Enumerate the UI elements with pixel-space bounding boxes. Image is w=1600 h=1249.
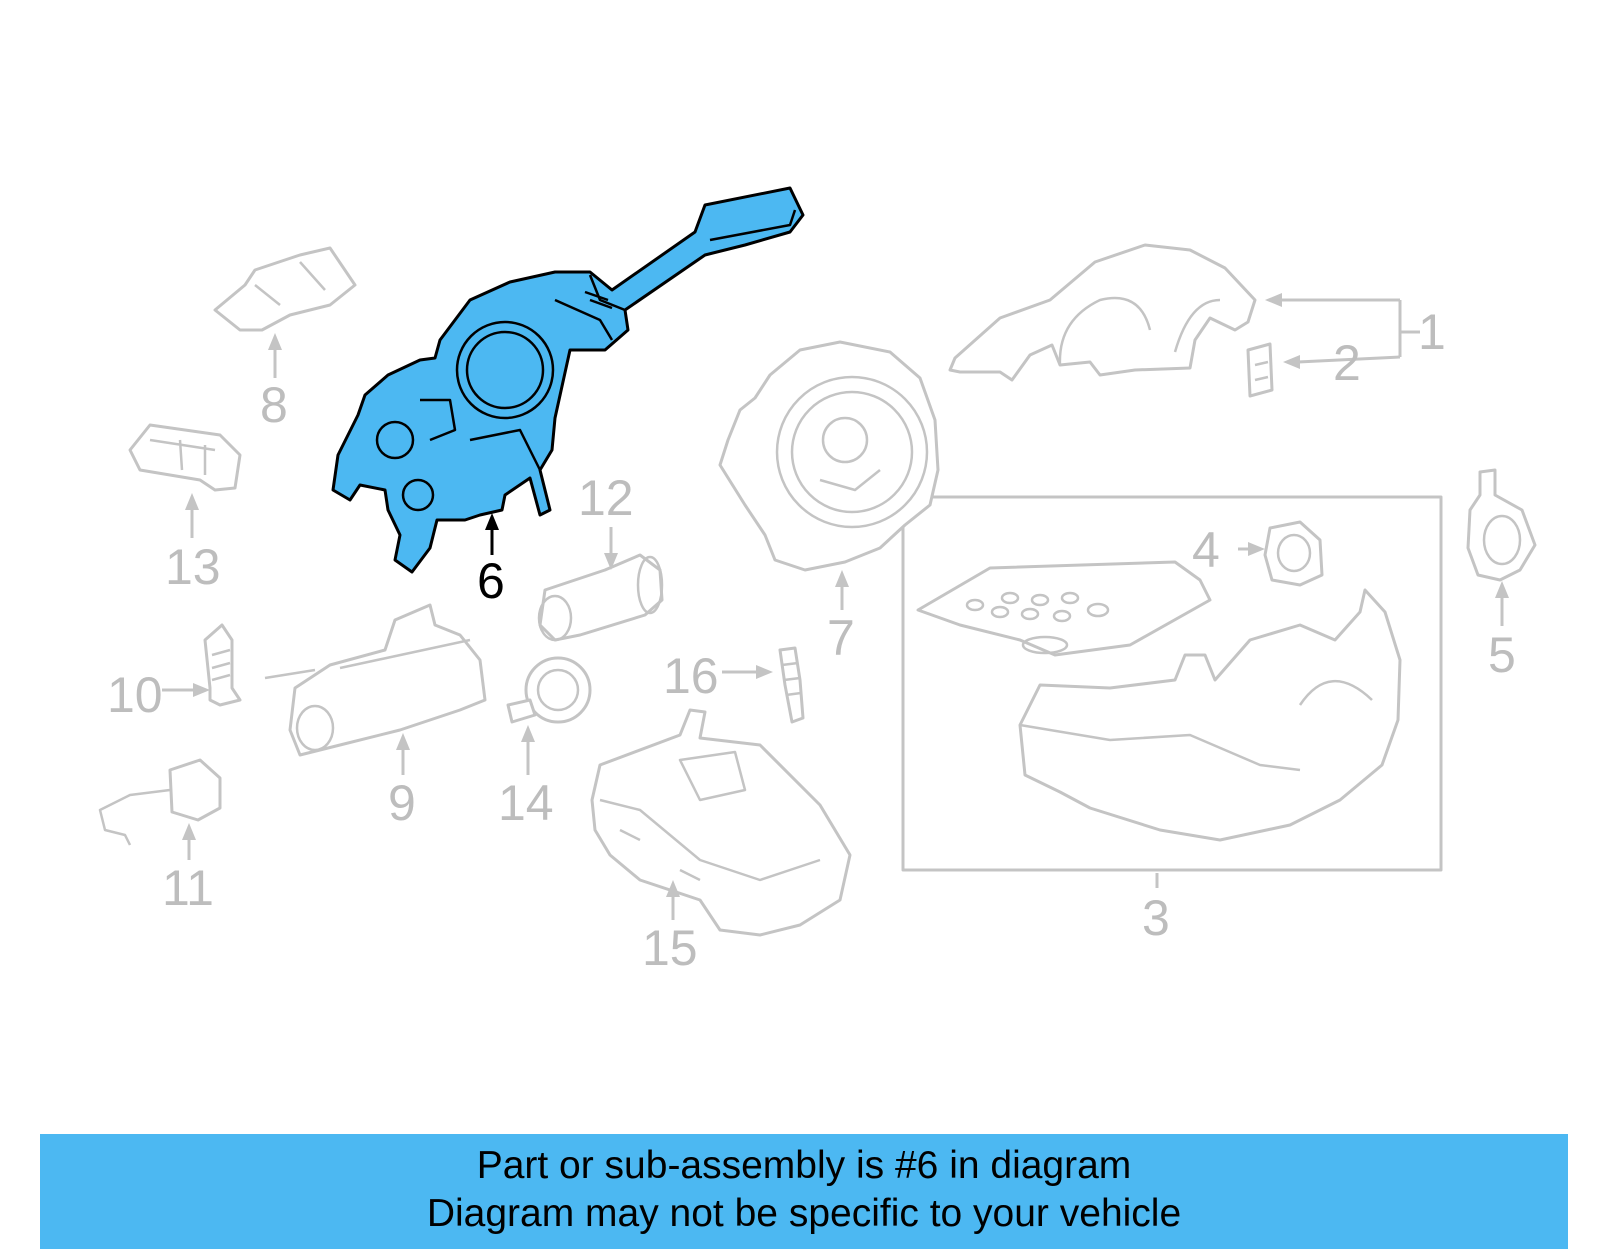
part-8-switch[interactable]	[213, 246, 357, 332]
part-7-clock-spring[interactable]	[718, 340, 940, 572]
callout-1: 1	[1418, 304, 1446, 360]
callout-5: 5	[1488, 627, 1516, 683]
part-4-ring[interactable]	[1263, 520, 1324, 587]
callout-6: 6	[477, 553, 505, 609]
leader-1-2	[1265, 293, 1420, 369]
callout-13: 13	[165, 539, 221, 595]
part-9-ignition-housing[interactable]	[264, 603, 487, 757]
leader-5	[1495, 581, 1509, 626]
part-16-bolt[interactable]	[778, 646, 805, 724]
callout-14: 14	[498, 775, 554, 831]
callout-9: 9	[388, 775, 416, 831]
leader-6	[485, 513, 499, 555]
callout-11: 11	[162, 860, 214, 916]
leader-4	[1238, 542, 1265, 556]
callout-10: 10	[107, 667, 163, 723]
leader-10	[162, 683, 210, 697]
leader-11	[182, 823, 196, 860]
leader-7	[835, 570, 849, 610]
part-13-module[interactable]	[128, 423, 242, 492]
leader-8	[268, 333, 282, 378]
leader-12	[604, 527, 618, 570]
callout-7: 7	[827, 610, 855, 666]
banner-line-2: Diagram may not be specific to your vehi…	[426, 1192, 1182, 1235]
part-11-sensor[interactable]	[98, 758, 222, 846]
part-5-bracket[interactable]	[1466, 468, 1537, 582]
callout-3: 3	[1142, 890, 1170, 946]
callout-16: 16	[663, 648, 719, 704]
callout-2: 2	[1333, 335, 1361, 391]
callout-12: 12	[578, 470, 634, 526]
leader-16	[722, 665, 773, 679]
part-6-combination-switch[interactable]	[331, 186, 805, 574]
part-12-cylinder[interactable]	[537, 553, 664, 642]
banner-line-1: Part or sub-assembly is #6 in diagram	[476, 1144, 1132, 1187]
part-2-clip[interactable]	[1246, 342, 1274, 398]
part-14-ring[interactable]	[506, 656, 592, 724]
leader-14	[521, 725, 535, 775]
part-10-bulb[interactable]	[203, 623, 242, 707]
part-1-upper-shroud[interactable]	[948, 243, 1257, 382]
callout-15: 15	[642, 920, 698, 976]
leader-9	[396, 733, 410, 775]
part-15-control-module[interactable]	[590, 708, 852, 937]
leader-13	[185, 493, 199, 538]
part-3-lower-shroud-group[interactable]	[901, 495, 1443, 872]
callout-4: 4	[1192, 522, 1220, 578]
info-banner: Part or sub-assembly is #6 in diagram Di…	[40, 1134, 1568, 1249]
leader-15	[666, 880, 680, 920]
callout-8: 8	[260, 377, 288, 433]
